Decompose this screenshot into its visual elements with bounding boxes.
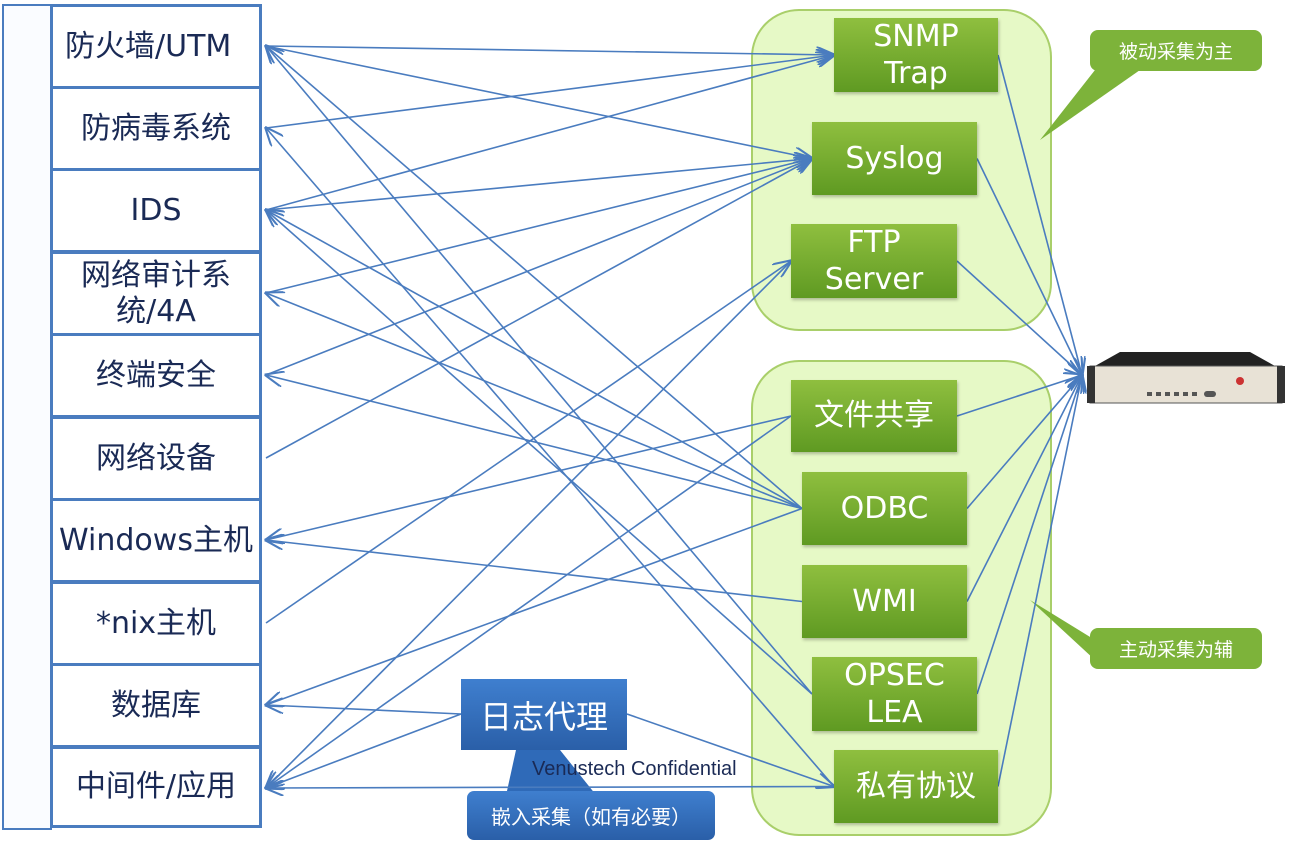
edge-agent-to-private xyxy=(626,713,834,787)
edge-ftp-to-device xyxy=(956,260,1082,375)
protocol-odbc: ODBC xyxy=(802,472,967,545)
edge-odbc-to-device xyxy=(966,375,1082,510)
edge-odbc-to-audit xyxy=(266,293,803,510)
active-callout-pointer xyxy=(1030,600,1095,660)
protocol-opsec: OPSEC LEA xyxy=(812,657,977,731)
edge-av-to-snmp xyxy=(265,55,834,129)
source-av: 防病毒系统 xyxy=(50,86,262,171)
watermark: Venustech Confidential xyxy=(532,758,737,780)
edge-private-to-av xyxy=(266,128,835,788)
embedded-collection-note: 嵌入采集（如有必要） xyxy=(467,791,715,840)
edge-fw-to-syslog xyxy=(265,45,812,159)
edge-ids-to-syslog xyxy=(265,159,812,211)
edge-opsec-to-fw xyxy=(266,46,813,695)
edge-audit-to-syslog xyxy=(265,159,812,294)
edge-syslog-to-device xyxy=(976,158,1082,376)
source-nix: *nix主机 xyxy=(50,581,262,666)
edge-nix-to-ftp xyxy=(265,261,791,624)
edge-agent-to-mw xyxy=(266,713,462,788)
edge-ftp-to-mw xyxy=(266,260,792,788)
log-agent-box: 日志代理 xyxy=(461,679,627,750)
protocol-syslog: Syslog xyxy=(812,122,977,195)
edge-ids-to-snmp xyxy=(265,55,834,211)
edge-endpoint-to-syslog xyxy=(265,159,812,376)
edge-wmi-to-device xyxy=(966,375,1082,602)
passive-callout: 被动采集为主 xyxy=(1090,30,1262,71)
edge-private-to-mw xyxy=(266,787,835,789)
edge-agent-to-db xyxy=(266,705,462,715)
source-win: Windows主机 xyxy=(50,498,262,583)
source-netdev: 网络设备 xyxy=(50,416,262,501)
source-mw: 中间件/应用 xyxy=(50,746,262,828)
edge-odbc-to-fw xyxy=(266,46,803,510)
edge-share-to-device xyxy=(956,375,1082,417)
edge-wmi-to-win xyxy=(266,540,803,603)
edge-fw-to-snmp xyxy=(265,45,834,55)
edge-snmp-to-device xyxy=(997,54,1082,375)
edge-odbc-to-endpoint xyxy=(266,375,803,510)
source-endpoint: 终端安全 xyxy=(50,333,262,418)
active-callout: 主动采集为辅 xyxy=(1090,628,1262,669)
edge-odbc-to-ids xyxy=(266,210,803,510)
background-panel xyxy=(2,4,52,830)
edge-opsec-to-ids xyxy=(266,210,813,695)
protocol-private: 私有协议 xyxy=(834,750,998,823)
edge-share-to-win xyxy=(266,415,792,540)
protocol-ftp: FTP Server xyxy=(791,224,957,298)
passive-callout-pointer xyxy=(1040,70,1140,140)
edge-private-to-device xyxy=(997,375,1082,787)
source-audit: 网络审计系统/4A xyxy=(50,251,262,336)
edge-odbc-to-db xyxy=(266,507,803,706)
edge-opsec-to-device xyxy=(976,375,1082,695)
source-db: 数据库 xyxy=(50,663,262,748)
source-fw: 防火墙/UTM xyxy=(50,4,262,89)
source-ids: IDS xyxy=(50,168,262,253)
protocol-wmi: WMI xyxy=(802,565,967,638)
edge-netdev-to-syslog xyxy=(265,159,812,459)
edge-share-to-mw xyxy=(266,415,792,788)
protocol-share: 文件共享 xyxy=(791,380,957,452)
protocol-snmp: SNMP Trap xyxy=(834,18,998,92)
